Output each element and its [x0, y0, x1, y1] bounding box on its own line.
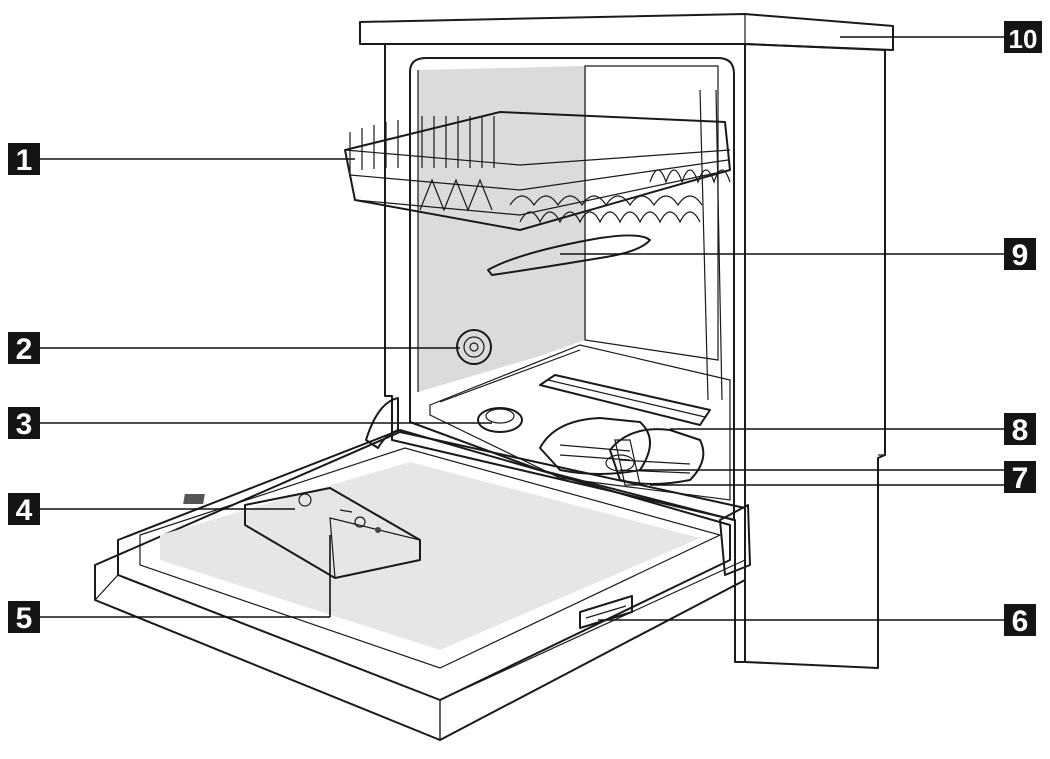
tub-interior	[409, 57, 735, 521]
callout-4: 4	[8, 493, 40, 527]
callout-7-label: 7	[1012, 462, 1029, 495]
upper-basket	[344, 111, 731, 231]
callout-3: 3	[8, 407, 40, 441]
water-inlet	[456, 329, 492, 365]
callout-10: 10	[1004, 21, 1042, 54]
callout-3-label: 3	[16, 408, 33, 441]
callout-9: 9	[1004, 238, 1036, 272]
salt-container	[477, 407, 523, 433]
callout-2-label: 2	[16, 333, 33, 366]
lower-spray-arm	[539, 374, 711, 426]
callout-8: 8	[1004, 413, 1036, 447]
callout-6: 6	[1004, 604, 1036, 638]
callout-5: 5	[8, 601, 40, 635]
callout-10-label: 10	[1009, 24, 1038, 54]
worktop	[359, 13, 894, 51]
dispensers	[183, 487, 421, 579]
callout-4-label: 4	[16, 494, 33, 527]
callout-9-label: 9	[1012, 239, 1029, 272]
callout-2: 2	[8, 332, 40, 366]
callout-1-label: 1	[16, 144, 33, 177]
upper-spray-arm	[487, 234, 651, 276]
rating-plate	[579, 595, 633, 629]
callout-6-label: 6	[1012, 605, 1029, 638]
callout-8-label: 8	[1012, 414, 1029, 447]
callout-5-label: 5	[16, 602, 33, 635]
leader-lines	[40, 36, 1004, 621]
filters	[539, 417, 705, 486]
side-panel	[744, 43, 886, 669]
callout-1: 1	[8, 143, 40, 177]
door	[93, 397, 751, 741]
callout-7: 7	[1004, 461, 1036, 495]
